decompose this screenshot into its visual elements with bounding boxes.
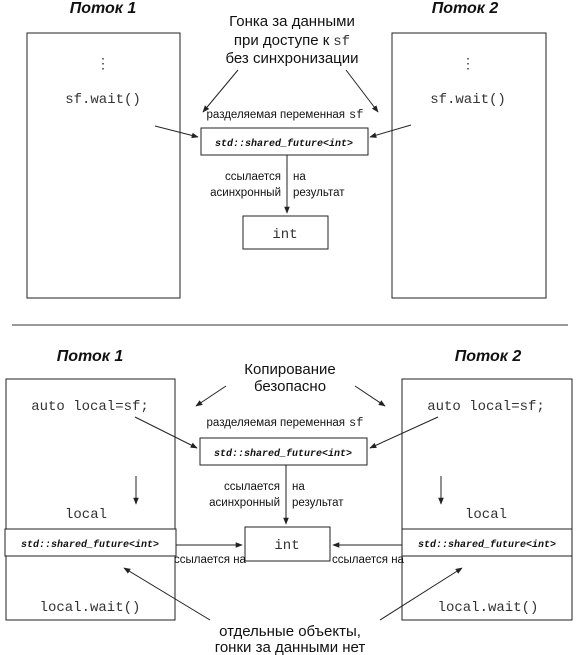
bottom-thread2-assign: auto local=sf; (427, 399, 545, 415)
bottom-refs-right-1: на (292, 481, 305, 493)
top-race-arrow-right (345, 69, 379, 113)
bottom-refers-to-left: ссылается на (174, 554, 247, 566)
top-shared-future-box (200, 127, 369, 156)
top-thread1-title: Поток 1 (70, 0, 137, 17)
top-thread2-wait: sf.wait() (430, 92, 506, 108)
bottom-thread1-local-future-box (4, 528, 177, 557)
top-arrow-t1-to-sf (154, 125, 199, 139)
top-race-arrow-left (202, 69, 239, 113)
bottom-thread1-local-future: std::shared_future<int> (21, 539, 159, 551)
top-shared-var-label: разделяемая переменная sf (207, 105, 364, 122)
bottom-copy-arrow-right (354, 385, 386, 407)
top-refs-right-1: на (293, 171, 306, 183)
top-thread1-ellipsis: ⋮ (96, 57, 110, 73)
top-thread1-wait: sf.wait() (65, 92, 141, 108)
top-thread2-title: Поток 2 (432, 0, 499, 17)
bottom-shared-future: std::shared_future<int> (214, 448, 352, 460)
bottom-separate-arrow-left (123, 567, 211, 621)
bottom-separate-arrow-right (379, 567, 463, 621)
top-refs-left-2: асинхронный (210, 187, 281, 199)
bottom-refers-to-right: ссылается на (332, 554, 405, 566)
bottom-thread2-local: local (465, 507, 507, 523)
bottom-separate-line2: гонки за данными нет (215, 639, 366, 655)
top-shared-future: std::shared_future<int> (215, 138, 353, 150)
bottom-arrow-t1-to-sf (134, 416, 198, 449)
top-arrow-t2-to-sf (369, 124, 412, 138)
bottom-arrow-t2-to-sf (369, 416, 439, 449)
bottom-refs-left-1: ссылается (224, 481, 280, 493)
top-thread2-ellipsis: ⋮ (461, 57, 475, 73)
top-int-box (242, 215, 329, 250)
bottom-thread1-box (5, 378, 176, 621)
top-thread1-box (26, 32, 181, 299)
bottom-thread1-local: local (65, 507, 107, 523)
bottom-copy-arrow-left (195, 385, 227, 407)
top-refs-left-1: ссылается (225, 171, 281, 183)
bottom-refs-left-2: асинхронный (209, 497, 280, 509)
bottom-thread2-box (401, 378, 573, 621)
top-int-label: int (272, 227, 297, 243)
bottom-panel: Поток 1 Поток 2 Копирование безопасно au… (4, 348, 573, 655)
top-refs-right-2: результат (293, 187, 345, 199)
top-thread2-box (391, 32, 547, 299)
top-race-line3: без синхронизации (225, 50, 358, 67)
bottom-shared-var-label: разделяемая переменная sf (207, 413, 364, 430)
bottom-refs-right-2: результат (292, 497, 344, 509)
bottom-copy-line2: безопасно (254, 378, 326, 395)
bottom-int-box (244, 526, 331, 562)
bottom-thread1-assign: auto local=sf; (31, 399, 149, 415)
bottom-separate-line1: отдельные объекты, (219, 623, 361, 640)
bottom-thread1-title: Поток 1 (57, 348, 124, 365)
top-race-line1: Гонка за данными (229, 13, 355, 30)
bottom-thread2-title: Поток 2 (455, 348, 522, 365)
bottom-thread2-local-future-box (401, 528, 573, 557)
top-panel: Поток 1 Поток 2 ⋮ ⋮ sf.wait() sf.wait() … (26, 0, 547, 299)
bottom-thread2-local-future: std::shared_future<int> (418, 539, 556, 551)
bottom-int-label: int (274, 538, 299, 554)
bottom-thread2-local-wait: local.wait() (438, 600, 539, 616)
bottom-thread1-local-wait: local.wait() (40, 600, 141, 616)
bottom-copy-line1: Копирование (244, 361, 335, 378)
bottom-shared-future-box (199, 437, 368, 466)
top-race-line2: при доступе к sf (234, 32, 350, 50)
